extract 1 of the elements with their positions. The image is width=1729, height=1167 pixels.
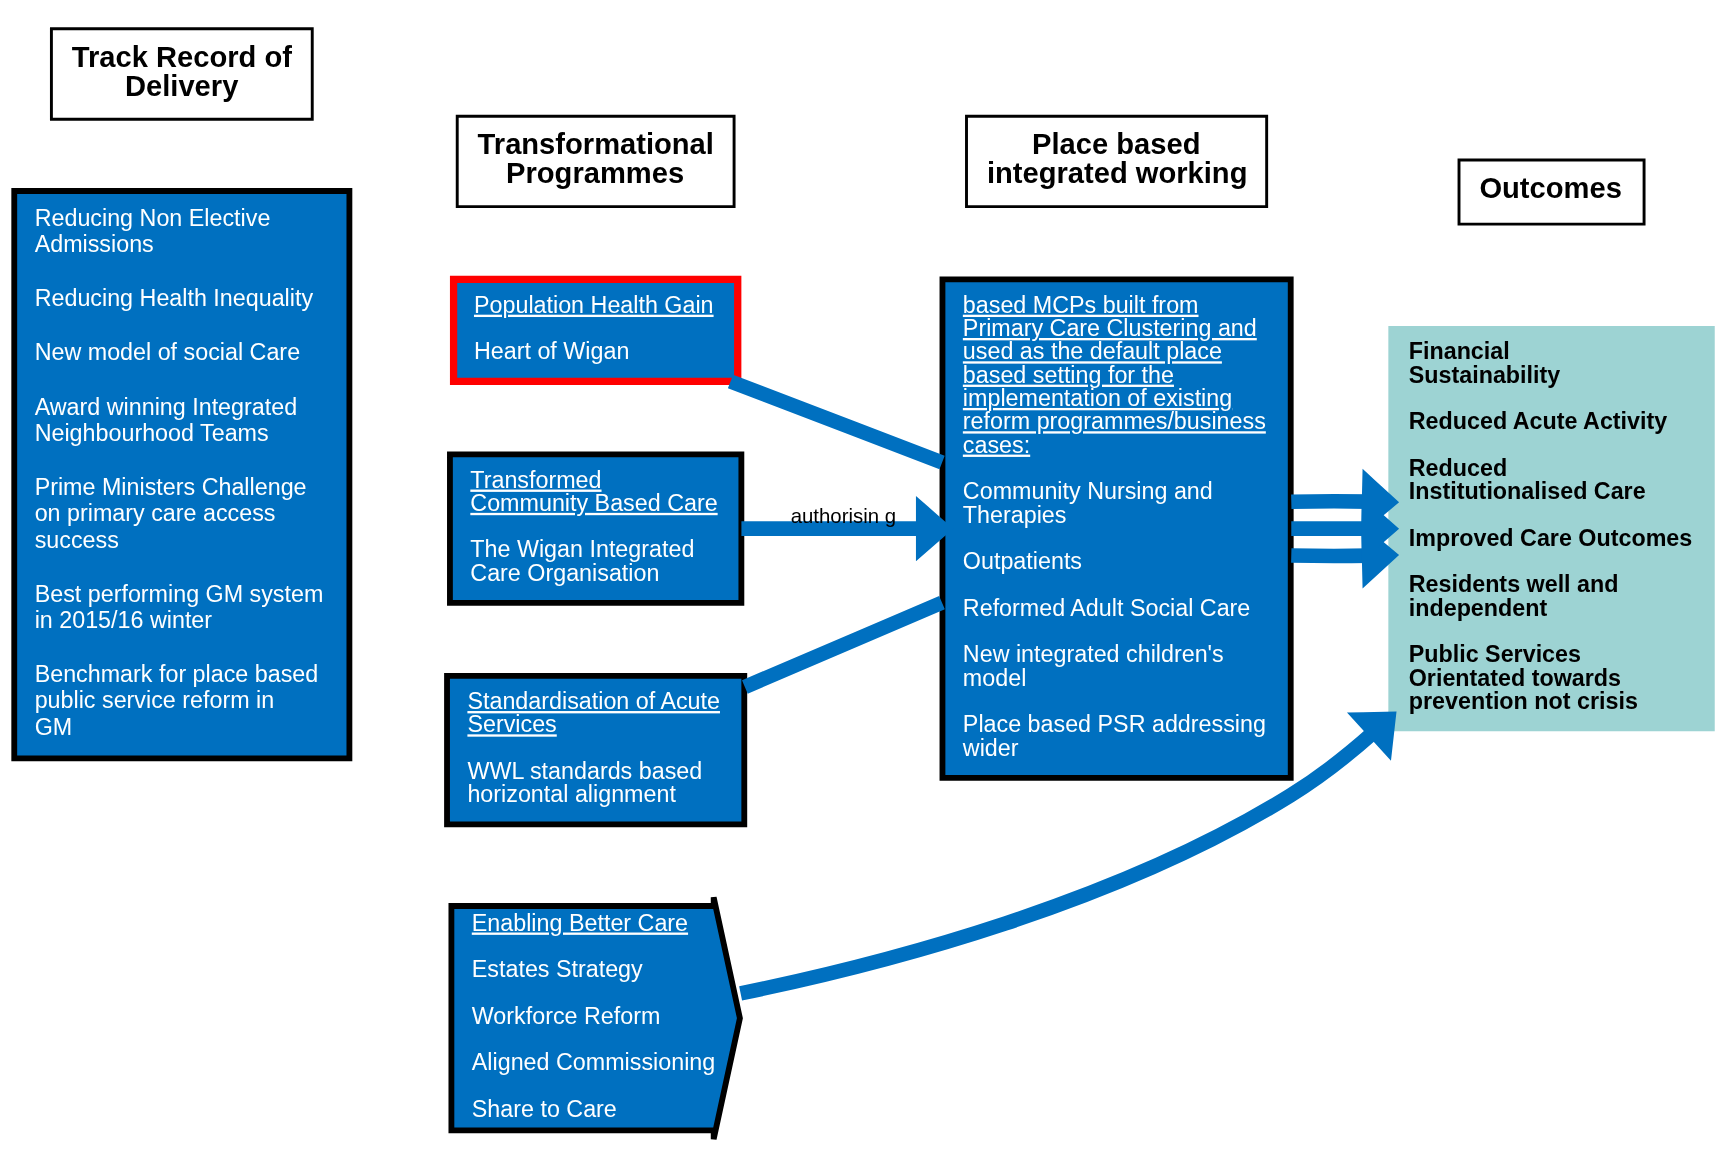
edge-label: authorisin g	[790, 504, 897, 527]
